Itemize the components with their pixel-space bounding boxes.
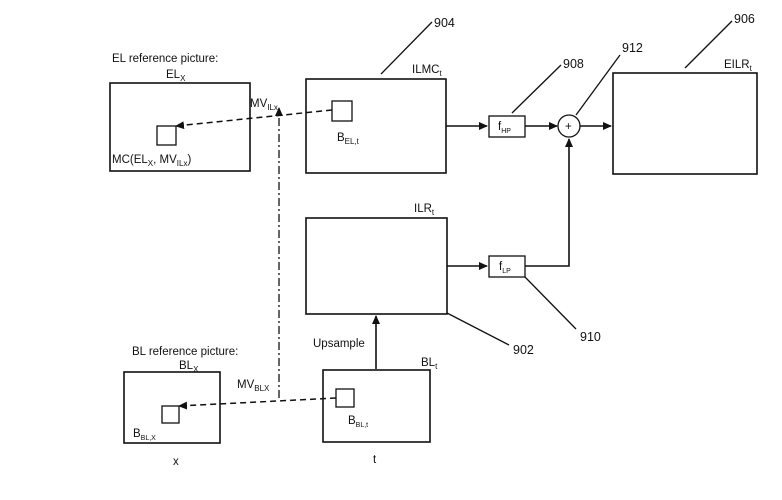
upsample-label: Upsample [313, 338, 365, 350]
ilmc-box [305, 78, 447, 174]
ilr-label: ILRt [414, 203, 435, 217]
f-lp-label: fLP [499, 261, 511, 275]
ref-906-leader [684, 20, 733, 69]
ref-902: 902 [513, 343, 534, 357]
x-caption: x [173, 456, 179, 468]
ref-904: 904 [434, 16, 455, 30]
mv-blx-arrow [178, 397, 337, 410]
ref-908: 908 [563, 57, 584, 71]
ilr-box [305, 217, 448, 315]
el-reference-title: EL reference picture: [112, 53, 218, 65]
ilmc-label: ILMCt [412, 64, 442, 78]
b-el-block [331, 100, 353, 122]
flp-to-sum-arrow [525, 138, 573, 267]
b-blt-block [335, 388, 355, 408]
sum-plus: + [565, 121, 572, 133]
el-mc-block [156, 125, 177, 146]
mv-blx-label: MVBLX [237, 379, 270, 393]
mc-label: MC(ELX, MVILx) [112, 154, 191, 168]
mv-ilx-arrow [175, 109, 333, 130]
ref-912-leader [575, 54, 621, 116]
f-hp-label: fHP [498, 121, 511, 135]
mv-ilx-label: MVILx [250, 98, 278, 112]
ref-906: 906 [734, 12, 755, 26]
t-caption: t [373, 454, 377, 466]
ref-904-leader [380, 21, 433, 75]
eilr-box [612, 72, 758, 175]
bl-x-label: BLX [179, 360, 199, 374]
ref-908-leader [511, 64, 562, 114]
eilr-label: EILRt [724, 59, 753, 73]
ref-902-leader [446, 312, 510, 346]
bl-t-label: BLt [421, 357, 438, 371]
bl-reference-title: BL reference picture: [132, 346, 238, 358]
ref-910: 910 [580, 330, 601, 344]
b-blt-label: BBL,t [348, 415, 368, 429]
ref-910-leader [524, 276, 577, 330]
b-blx-block [161, 405, 180, 424]
ref-912: 912 [622, 41, 643, 55]
el-x-label: ELX [166, 69, 186, 83]
b-blx-label: BBL,X [133, 428, 156, 442]
b-el-label: BEL,t [337, 132, 360, 146]
